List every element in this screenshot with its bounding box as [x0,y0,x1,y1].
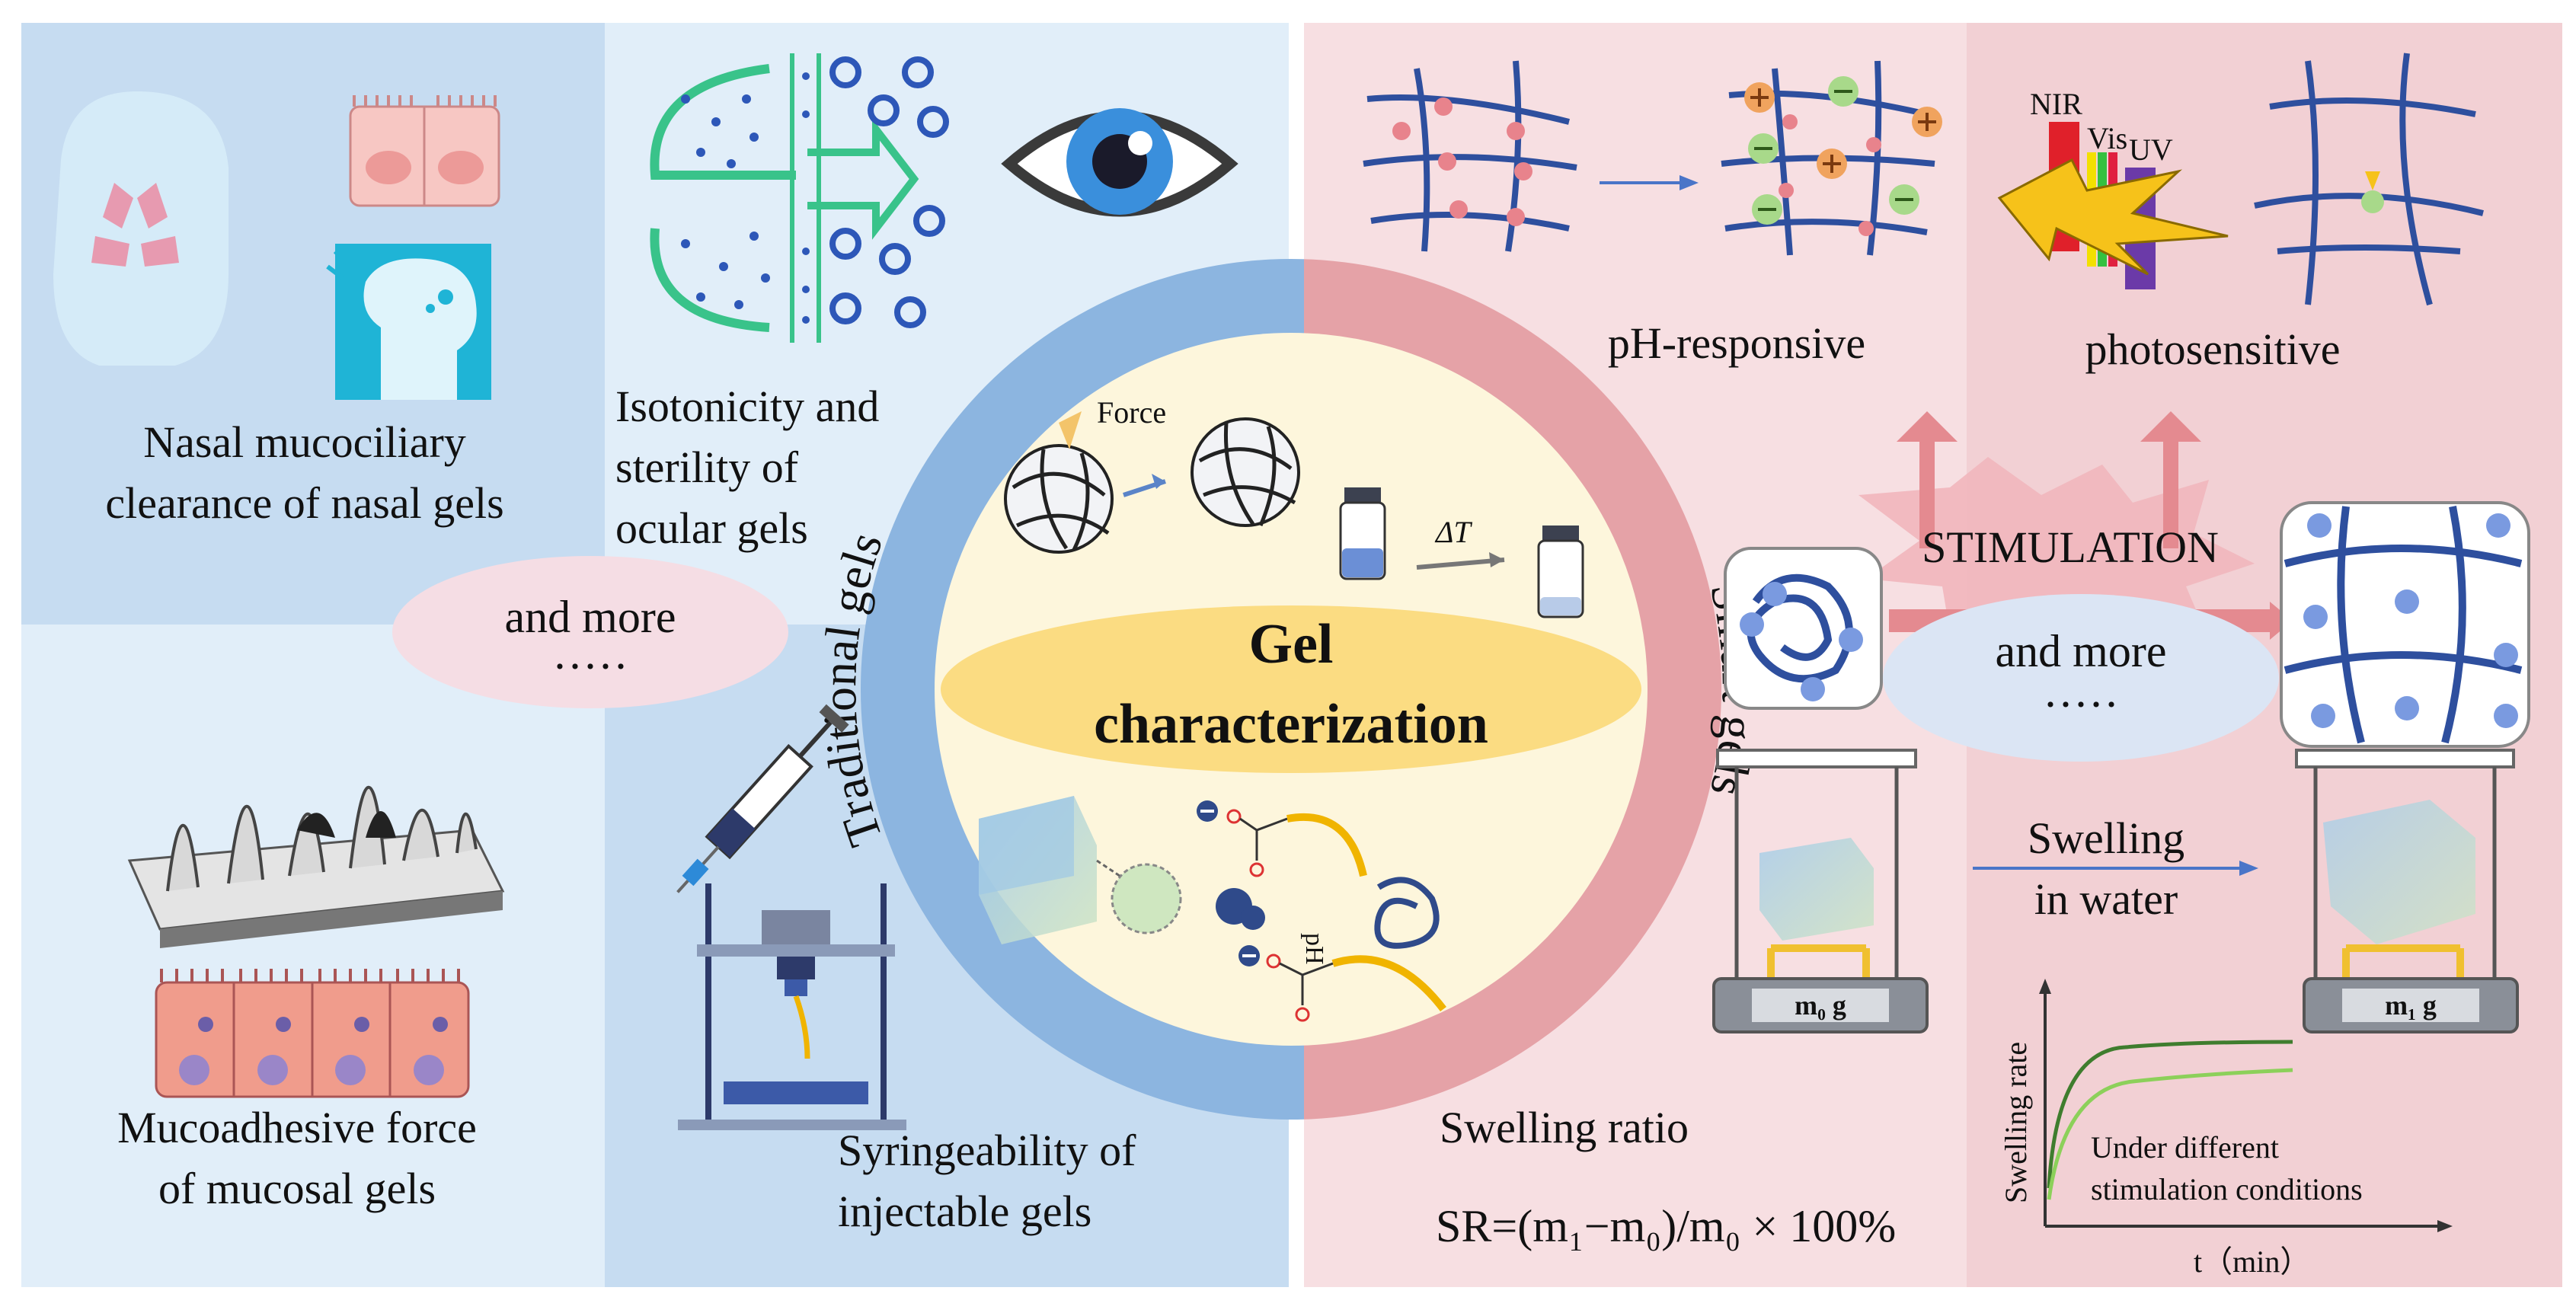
solute-dots [681,72,810,324]
and-more-line2: ····· [552,641,628,692]
m0-label: m₀ g [1795,990,1846,1021]
gel-sample-before-icon [1759,838,1874,941]
crosslink-points [1392,97,1532,226]
delta-t-label: ΔT [1434,515,1472,549]
ring-particles [829,56,949,328]
nasal-label-line1: Nasal mucociliary [143,417,466,467]
m1-label: m₁ g [2385,990,2437,1021]
balance-before: m₀ g [1712,749,1929,1033]
swelling-curve-1 [2047,1040,2293,1189]
center-title-line2: characterization [1094,693,1488,756]
syringe-icon [676,704,849,893]
swelling-ratio-formula: SR=(m₁−m₀)/m₀ × 100% [1436,1201,1896,1251]
swelling-label-line1: Swelling [2028,813,2184,863]
swelling-ratio-block: Swelling ratio SR=(m₁−m₀)/m₀ × 100% [1436,1103,1896,1251]
network-neutral-icon [1363,60,1577,252]
center-title-line1: Gel [1249,613,1334,676]
membrane-icon [650,64,796,180]
smart-and-more-line1: and more [1996,626,2167,676]
ph-responsive-section: pH-responsive [1363,60,1942,368]
mucoadhesive-section: Mucoadhesive force of mucosal gels [117,785,505,1213]
epithelial-cells-icon [155,969,470,1098]
ph-responsive-label: pH-responsive [1608,318,1865,368]
center-ring: Gel characterization Traditional gels Sm… [812,259,1766,1120]
swelling-note-line2: stimulation conditions [2091,1172,2363,1206]
mucoadhesive-panel [21,625,605,1287]
flow-arrow-icon [807,118,919,240]
temperature-vials: ΔT [1339,487,1584,618]
swelling-in-water: Swelling in water [1973,813,2258,924]
face-icon [53,91,229,366]
syringe-label-line2: injectable gels [838,1187,1091,1236]
photosensitive-label: photosensitive [2085,324,2340,374]
ocular-label-line3: ocular gels [615,503,808,553]
network-photo-icon [2254,53,2484,306]
swelling-arrow-icon [2239,861,2258,876]
gel-sample-after-icon [2323,800,2475,944]
ph-label: pH [1300,933,1328,965]
balance-after: m₁ g [2295,749,2519,1033]
charge-markers [1744,76,1942,236]
swelling-curve-2 [2047,1068,2293,1200]
vis-label: Vis [2087,121,2127,155]
nir-label: NIR [2030,87,2082,121]
stimulation-section: STIMULATION [1724,411,2530,748]
sinus-icon [91,183,179,267]
syringe-section: Syringeability of injectable gels [676,704,1136,1236]
swelling-ylabel: Swelling rate [1999,1042,2033,1203]
force-network-illustration: Force [1004,395,1300,554]
force-arrow-icon [1059,411,1082,449]
stimulation-arrow-up-left [1897,411,1958,548]
ph-chemistry-illustration: pH [1197,800,1446,1022]
uv-label: UV [2129,133,2173,167]
stimulation-arrow-up-right [2140,411,2201,548]
swollen-polymer-icon [1374,877,1440,949]
magnified-gel-icon [1111,863,1182,934]
swelling-note-line1: Under different [2091,1130,2279,1164]
and-more-line1: and more [505,592,676,642]
swelling-xlabel: t（min） [2194,1244,2310,1279]
ocular-label-line2: sterility of [615,442,799,492]
mucoadhesive-label-line1: Mucoadhesive force [117,1103,477,1152]
stimulation-label: STIMULATION [1922,522,2219,572]
nasal-label-line2: clearance of nasal gels [105,478,503,528]
nasal-section: Nasal mucociliary clearance of nasal gel… [53,91,504,528]
gel-cube-illustration [979,796,1182,944]
lightning-icon [1997,158,2229,276]
photosensitive-section: NIR Vis UV photosensitive [1997,53,2484,374]
swelling-label-line2: in water [2034,874,2178,924]
swelling-rate-sketch: Swelling rate Under different stimulatio… [1999,979,2453,1279]
force-label: Force [1097,395,1166,430]
photo-switch-icon [2361,190,2384,213]
stimulation-burst [1858,457,2255,647]
mucoadhesive-label-line2: of mucosal gels [158,1164,436,1213]
syringe-label-line1: Syringeability of [838,1126,1136,1175]
title-ellipse [941,605,1641,773]
swelling-ratio-label: Swelling ratio [1440,1103,1689,1152]
ocular-section: Isotonicity and sterility of ocular gels [615,53,1238,553]
smart-and-more: and more ····· [1883,594,2279,762]
network-charged-icon [1721,60,1935,256]
smart-and-more-line2: ····· [2043,679,2119,730]
traditional-and-more: and more ····· [392,556,788,708]
and-more-bubble [392,556,788,708]
texture-analyzer-icon [678,883,906,1130]
ocular-label-line1: Isotonicity and [615,382,879,431]
smart-and-more-bubble [1883,594,2279,762]
